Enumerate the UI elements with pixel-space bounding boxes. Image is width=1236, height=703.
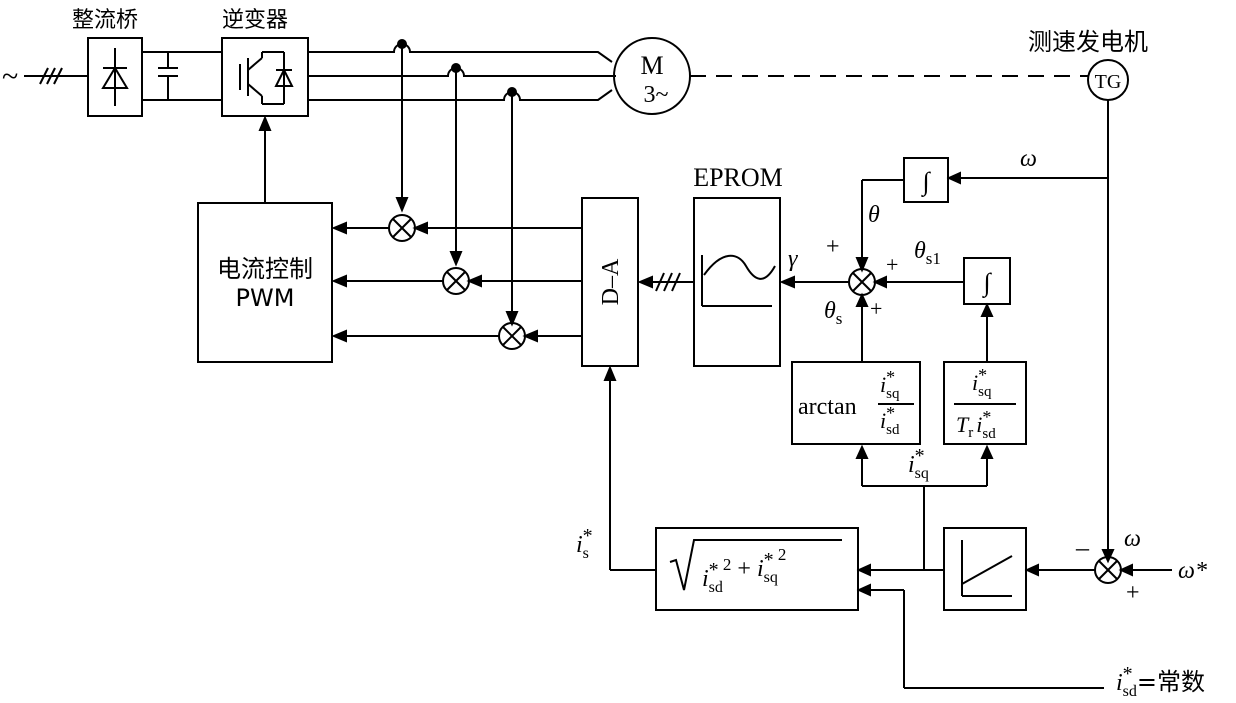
comparator-a [388,214,416,242]
eprom-box [693,197,781,367]
sensor-arrow-b [449,251,463,267]
da-out-a-arrow [412,221,428,235]
phase-line-b [308,67,616,77]
current-control-pwm-box [197,202,333,363]
arctan-label: arctan [798,394,857,420]
arctan-denominator: i*sd [880,403,900,438]
ac-source-symbol: ~ [2,60,18,93]
gamma-label: γ [788,246,798,272]
slip-numerator: i*sq [972,365,992,400]
omega-feedback-label: ω [1124,526,1141,552]
sum-to-controller-arrow [1024,563,1039,577]
isq-to-arctan-arrow [855,444,869,459]
eprom-to-da-arrow [637,275,653,289]
igbt-icon [239,51,294,105]
comparator-b [442,267,470,295]
isd-const-label: i*sd=常数 [1116,663,1205,700]
sensor-arrow-c [505,311,519,327]
pwm-label: PWM [236,284,295,312]
theta-s-label: θs [824,298,842,328]
is-label: i*s [576,525,593,562]
theta-s1-plus-sign: + [886,252,898,277]
theta-label: θ [868,202,880,228]
sum-to-eprom-arrow [779,275,795,289]
omega-feed-arrow [946,171,961,185]
angle-summing-junction [848,268,876,296]
integrator-omega-box [903,157,949,203]
omega-ref-label: ω* [1178,558,1207,584]
sine-wave-icon [701,254,776,307]
theta-arrow [855,257,869,273]
arctan-block [791,361,921,445]
pwm-to-inverter-arrow [258,115,272,131]
limiter-curve-icon [961,540,1013,597]
theta-s-arrow [855,292,869,307]
speed-minus-sign: – [1075,533,1090,562]
isq-to-slip-arrow [980,444,994,459]
comp-a-to-pwm-arrow [331,221,347,235]
tacho-feedback-arrow [1101,549,1115,564]
isd-const-arrow [856,583,871,597]
sensor-arrow-a [395,197,409,213]
comp-b-to-pwm-arrow [331,274,347,288]
theta-plus-sign: + [826,234,840,260]
phase-line-a [308,43,613,63]
sqrt-radical-icon [669,539,842,591]
eprom-label: EPROM [693,163,783,192]
comparator-c [498,322,526,350]
capacitor-icon [158,52,178,100]
rectifier-box [87,37,143,117]
slip-frequency-block [943,361,1027,445]
speed-plus-sign: + [1126,580,1140,606]
magnitude-expression: i*sd2+i*sq2 [702,545,786,596]
omega-ref-arrow [1118,563,1133,577]
omega-top-label: ω [1020,146,1037,172]
da-label: D–A [598,258,624,305]
motor-label-m: M [640,51,663,80]
tacho-tg-label: TG [1095,71,1122,93]
da-out-c-arrow [522,329,538,343]
current-control-label: 电流控制 [217,255,313,283]
bus-hatch [655,272,681,292]
tacho-label: 测速发电机 [1028,28,1148,56]
rectifier-label: 整流桥 [72,8,138,33]
inverter-label: 逆变器 [222,8,288,33]
integrator-slip-symbol: ∫ [981,268,992,298]
phase-line-c [308,89,613,101]
diode-icon [101,48,129,106]
integrator-omega-symbol: ∫ [920,167,931,197]
theta-s-plus-sign: + [870,296,882,321]
comp-c-to-pwm-arrow [331,329,347,343]
theta-s1-arrow [872,275,887,289]
controller-to-sqrt-arrow [856,563,871,577]
ac-input-three-phase-hatch [39,67,63,85]
slip-to-integrator-arrow [980,302,994,317]
is-to-da-arrow [603,365,617,381]
speed-controller-box [943,527,1027,611]
da-out-b-arrow [466,274,482,288]
motor-label-phase: 3~ [644,82,669,108]
isq-label: i*sq [908,445,929,482]
arctan-numerator: i*sq [880,367,900,402]
theta-s1-label: θs1 [914,238,941,268]
